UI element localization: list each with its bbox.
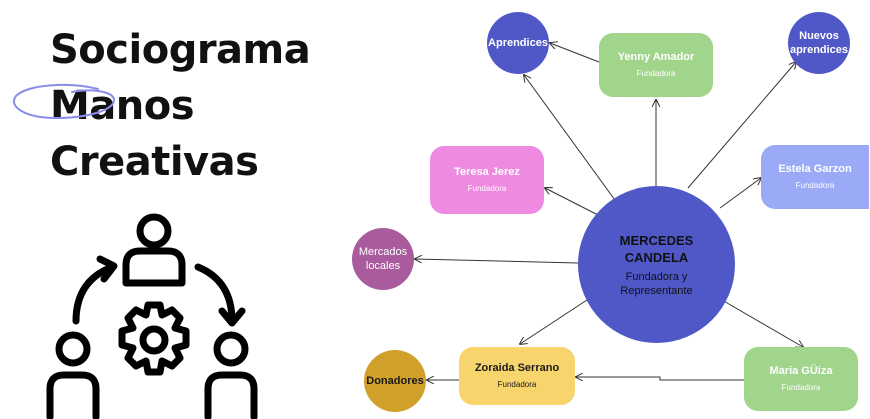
node-nuevos-line-1: Nuevos: [799, 30, 839, 42]
title-line-3: Creativas: [50, 139, 259, 185]
node-yenny-amador: Yenny Amador Fundadora: [599, 33, 713, 97]
edge-center-zoraida: [520, 297, 591, 344]
node-mercados-line-2: locales: [365, 260, 401, 272]
node-estela-role: Fundadora: [795, 181, 835, 190]
node-nuevos-aprendices: Nuevos aprendices: [788, 12, 850, 74]
node-donadores-name: Donadores: [366, 375, 424, 387]
edge-center-teresa: [545, 188, 599, 216]
node-maria-name: Maria GÜiza: [769, 365, 833, 377]
edge-center-nuevos: [687, 62, 796, 189]
node-mercedes-role-line-1: Fundadora y: [625, 270, 688, 283]
node-mercedes-name-line-2: CANDELA: [624, 249, 689, 265]
circle-scribble-icon: [13, 83, 116, 120]
node-mercados-line-1: Mercados: [358, 246, 408, 258]
edge-center-aprendices: [524, 75, 621, 208]
node-teresa-role: Fundadora: [467, 184, 507, 193]
node-aprendices: Aprendices: [487, 12, 549, 74]
node-mercedes-role-line-2: Representante: [620, 284, 693, 297]
node-yenny-name: Yenny Amador: [617, 51, 695, 63]
title-line-1: Sociograma: [50, 27, 311, 73]
node-yenny-role: Fundadora: [636, 69, 676, 78]
node-mercedes-candela: MERCEDES CANDELA Fundadora y Representan…: [578, 186, 735, 343]
node-zoraida-name: Zoraida Serrano: [474, 362, 560, 374]
node-aprendices-name: Aprendices: [488, 37, 548, 49]
node-estela-name: Estela Garzon: [778, 163, 852, 175]
node-maria-guiza: Maria GÜiza Fundadora: [744, 347, 858, 411]
edge-center-estela: [719, 178, 761, 209]
node-donadores: Donadores: [364, 350, 426, 412]
node-maria-role: Fundadora: [781, 383, 821, 392]
node-zoraida-role: Fundadora: [497, 380, 537, 389]
edge-yenny-aprendices: [550, 43, 600, 63]
node-zoraida-serrano: Zoraida Serrano Fundadora: [459, 347, 575, 405]
edge-center-mercados: [415, 259, 579, 264]
node-nuevos-line-2: aprendices: [789, 44, 849, 56]
team-cycle-gear-icon: [46, 213, 258, 419]
node-mercados-locales: Mercados locales: [352, 228, 414, 290]
node-teresa-name: Teresa Jerez: [454, 166, 520, 178]
node-mercedes-name-line-1: MERCEDES: [619, 232, 694, 248]
node-teresa-jerez: Teresa Jerez Fundadora: [430, 146, 544, 214]
diagram-title: Sociograma Manos Creativas: [50, 22, 311, 190]
edge-center-maria: [721, 299, 803, 347]
edge-maria-zoraida: [576, 377, 744, 380]
node-estela-garzon: Estela Garzon Fundadora: [761, 145, 869, 209]
